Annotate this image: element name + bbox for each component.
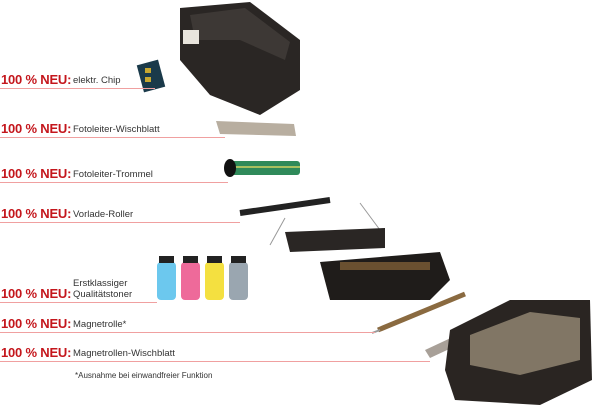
leader-line — [0, 222, 240, 223]
part-row-drum-wiper: 100 % NEU: Fotoleiter-Wischblatt — [0, 121, 230, 138]
new-badge: 100 % NEU: — [1, 206, 72, 221]
footnote: *Ausnahme bei einwandfreier Funktion — [75, 371, 213, 380]
part-label: Magnetrollen-Wischblatt — [73, 348, 175, 359]
part-label-line1: Erstklassiger — [73, 278, 128, 289]
leader-line — [0, 332, 375, 333]
part-row-drum: 100 % NEU: Fotoleiter-Trommel — [0, 166, 230, 183]
charge-roller-image — [239, 197, 385, 252]
part-label: Erstklassiger Qualitätstoner — [73, 278, 132, 300]
part-row-charge-roller: 100 % NEU: Vorlade-Roller — [0, 206, 240, 223]
new-badge: 100 % NEU: — [1, 166, 72, 181]
part-label: Magnetrolle* — [73, 319, 127, 330]
cartridge-housing-image — [180, 2, 300, 115]
new-badge: 100 % NEU: — [1, 121, 72, 136]
part-row-chip: 100 % NEU: elektr. Chip — [0, 72, 160, 89]
part-label: Fotoleiter-Wischblatt — [73, 124, 160, 135]
leader-line — [0, 361, 430, 362]
leader-line — [0, 88, 155, 89]
part-label: Fotoleiter-Trommel — [73, 169, 153, 180]
new-badge: 100 % NEU: — [1, 345, 72, 360]
toner-bottles-image — [157, 256, 248, 300]
leader-line — [0, 137, 225, 138]
cartridge-assembly-image — [445, 300, 592, 405]
part-label: Vorlade-Roller — [73, 209, 134, 220]
part-row-magnetic-roller: 100 % NEU: Magnetrolle* — [0, 316, 600, 333]
developer-unit-image — [320, 252, 450, 300]
new-badge: 100 % NEU: — [1, 316, 72, 331]
leader-line — [0, 302, 157, 303]
part-label-line2: Qualitätstoner — [73, 289, 133, 300]
leader-line — [0, 182, 228, 183]
part-row-toner: 100 % NEU: Erstklassiger Qualitätstoner — [0, 278, 160, 303]
chip-image — [136, 59, 166, 93]
part-row-doctor-blade: 100 % NEU: Magnetrollen-Wischblatt — [0, 345, 440, 362]
wiper-blade-image — [216, 121, 296, 136]
new-badge: 100 % NEU: — [1, 72, 72, 87]
drum-image — [224, 159, 300, 177]
new-badge: 100 % NEU: — [1, 286, 72, 301]
part-label: elektr. Chip — [73, 75, 121, 86]
